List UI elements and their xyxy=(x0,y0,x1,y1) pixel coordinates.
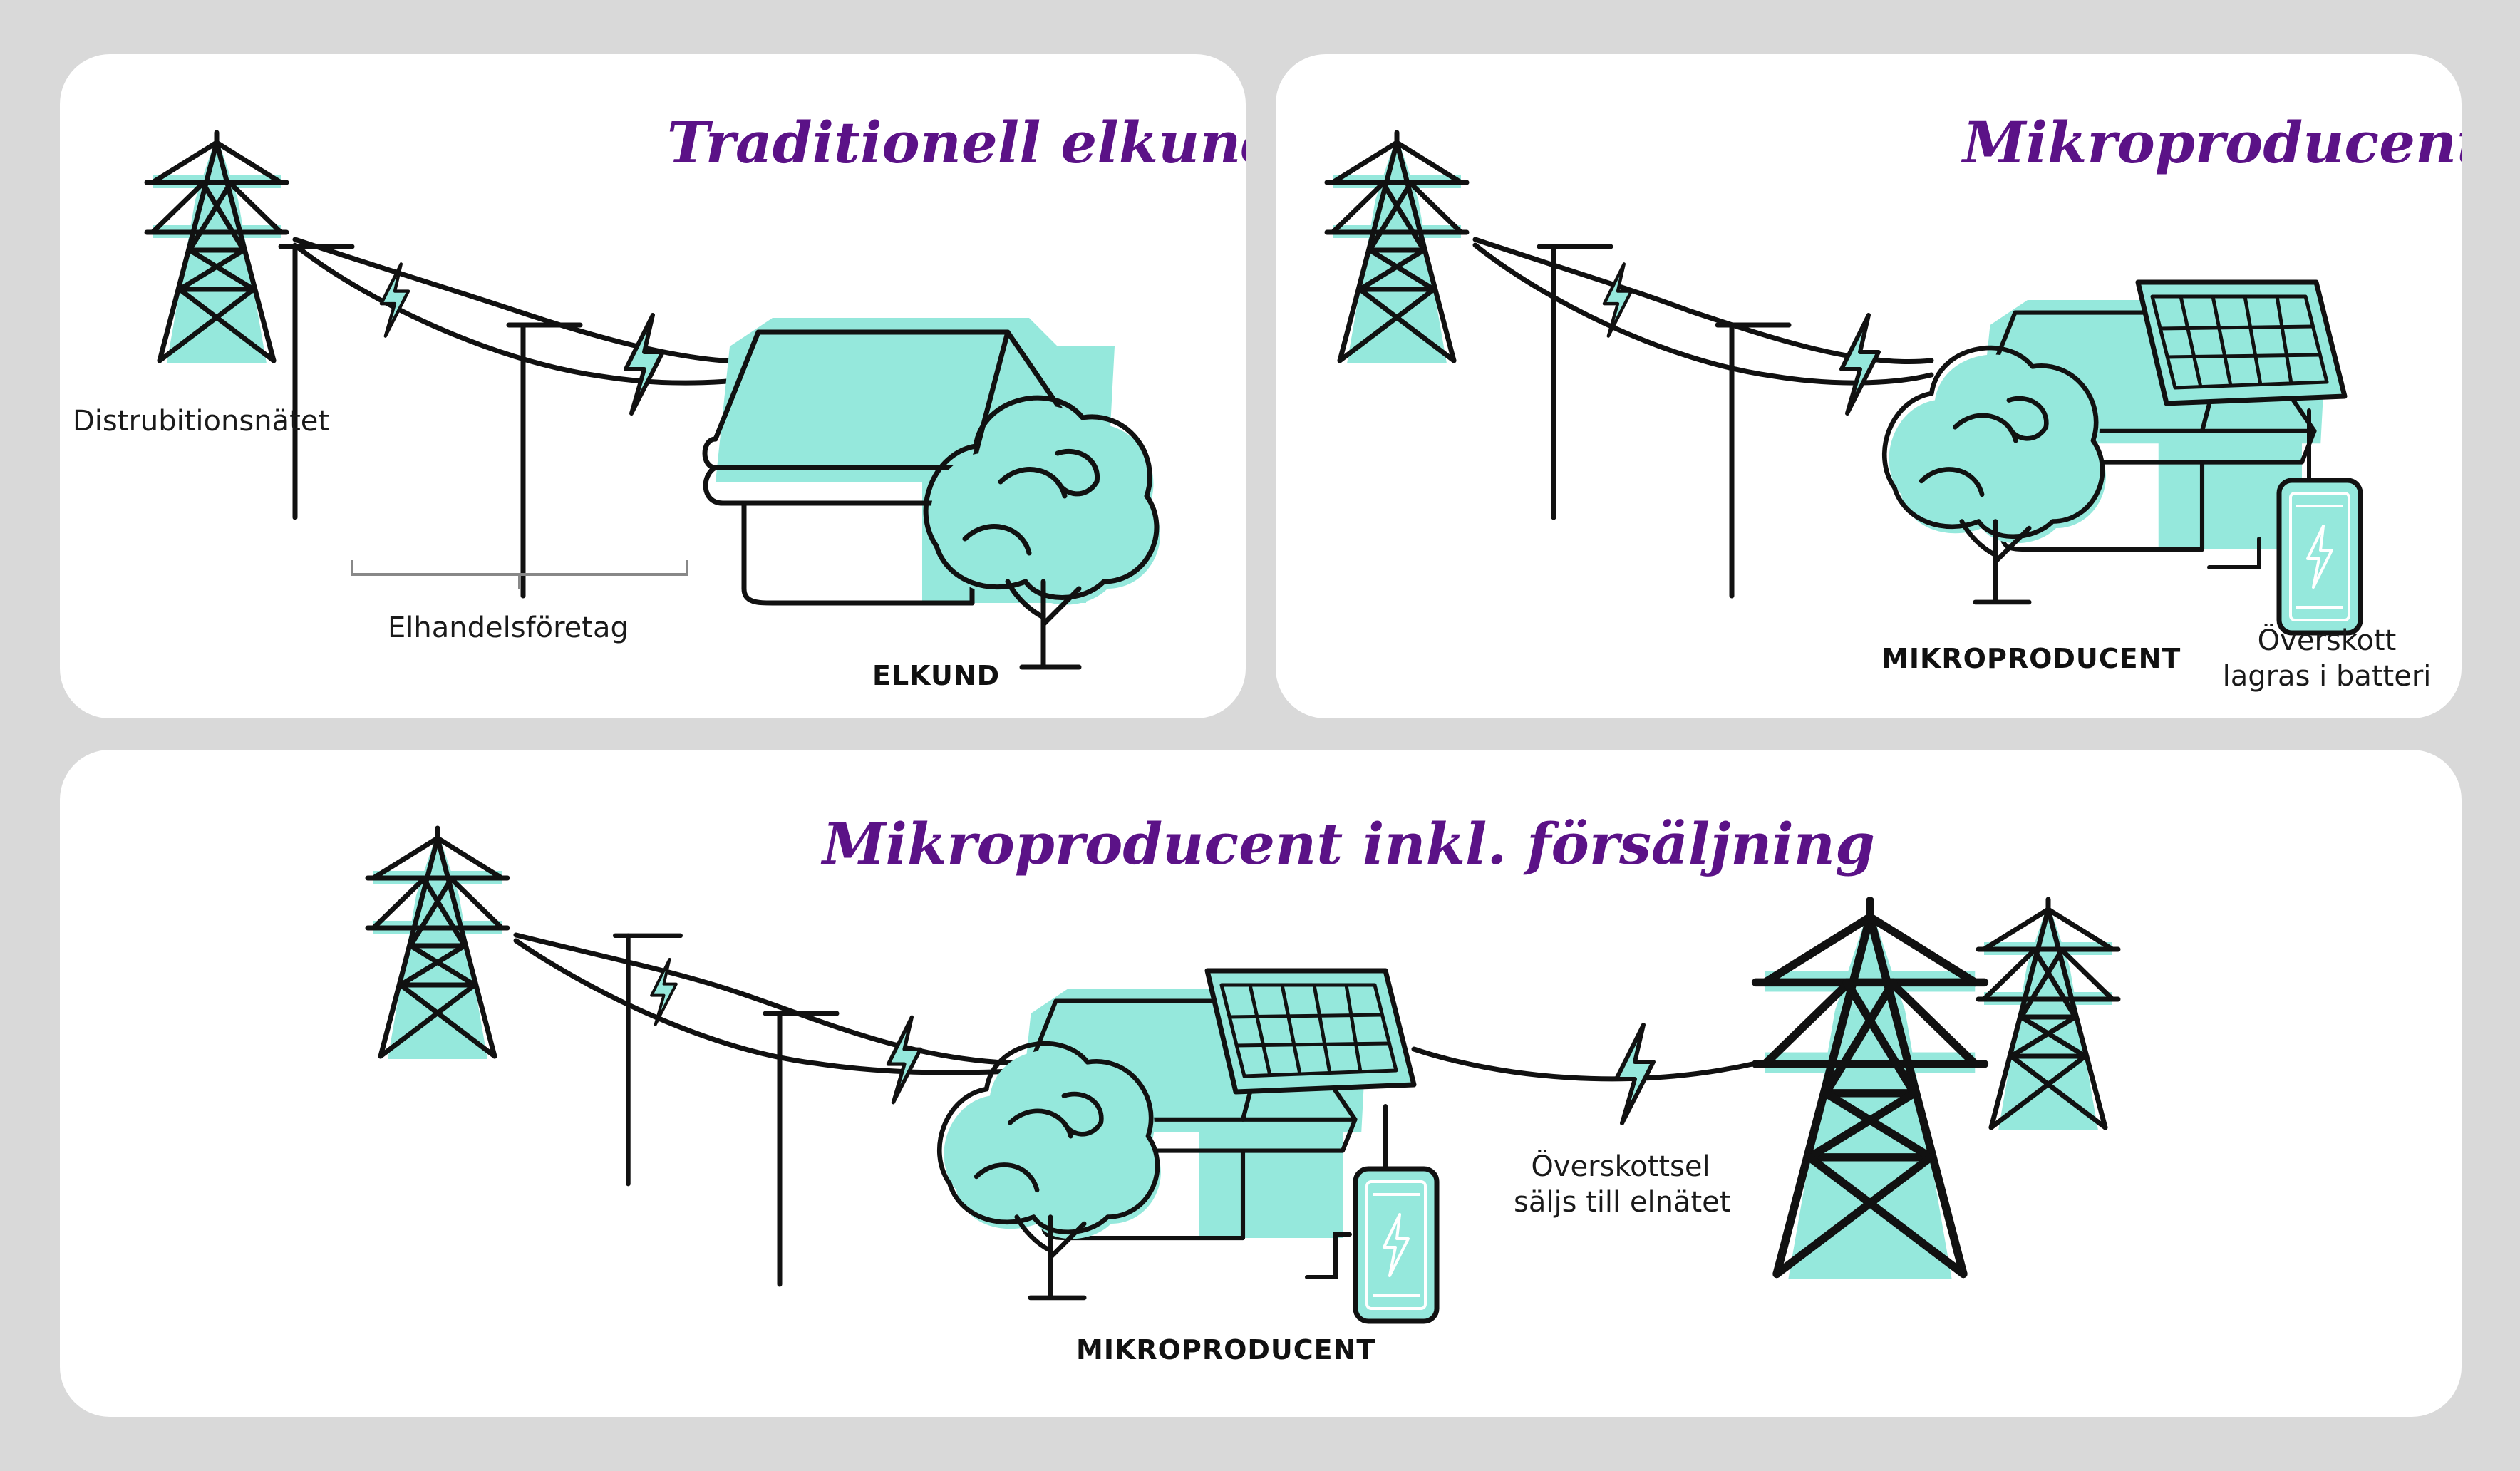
grid-label: Distrubitionsnätet xyxy=(73,405,330,438)
retailer-label: Elhandelsföretag xyxy=(388,611,629,644)
transmission-tower-icon xyxy=(1327,133,1467,363)
panel-title: Mikroproducent inkl. försäljning xyxy=(822,810,1875,877)
battery-icon xyxy=(1355,1169,1437,1321)
battery-note-line2: lagras i batteri xyxy=(2222,660,2432,693)
panel-micro-sales: Mikroproducent inkl. försäljning MIKROPR… xyxy=(60,750,2462,1417)
transmission-tower-icon xyxy=(1756,901,1985,1279)
solar-panel-icon xyxy=(2138,282,2345,403)
lightning-bolt-icon xyxy=(626,315,663,413)
panel-traditional-illustration xyxy=(60,54,1246,718)
surplus-note-line1: Överskottsel xyxy=(1531,1150,1710,1183)
house-caption: MIKROPRODUCENT xyxy=(1881,643,2181,674)
surplus-note-line2: säljs till elnätet xyxy=(1514,1186,1731,1219)
tree-icon xyxy=(939,1043,1161,1298)
panel-micro: Mikroproducent MIKROPRODUCENT Överskott … xyxy=(1276,54,2462,718)
tree-icon xyxy=(1884,348,2106,602)
panel-title: Traditionell elkund xyxy=(667,109,1246,176)
transmission-tower-icon xyxy=(368,828,507,1059)
panel-micro-illustration xyxy=(1276,54,2462,718)
utility-pole-icon xyxy=(765,1013,837,1284)
panel-traditional: Traditionell elkund Distrubitionsnätet E… xyxy=(60,54,1246,718)
battery-note: Överskott lagras i batteri xyxy=(2216,623,2437,694)
transmission-tower-icon xyxy=(147,133,286,363)
solar-panel-icon xyxy=(1207,971,1414,1092)
house-caption: MIKROPRODUCENT xyxy=(1076,1334,1376,1366)
panel-title: Mikroproducent xyxy=(1963,109,2462,176)
utility-pole-icon xyxy=(1539,247,1611,517)
lightning-bolt-icon xyxy=(888,1017,920,1103)
utility-pole-icon xyxy=(281,247,352,517)
battery-icon xyxy=(2279,480,2360,633)
panel-micro-sales-illustration xyxy=(60,750,2462,1417)
house-caption: ELKUND xyxy=(872,660,1001,691)
lightning-bolt-icon xyxy=(1616,1025,1653,1123)
battery-note-line1: Överskott xyxy=(2257,624,2397,657)
surplus-note: Överskottsel säljs till elnätet xyxy=(1514,1149,1731,1220)
transmission-tower-icon xyxy=(1978,899,2118,1130)
lightning-bolt-icon xyxy=(1842,315,1879,413)
